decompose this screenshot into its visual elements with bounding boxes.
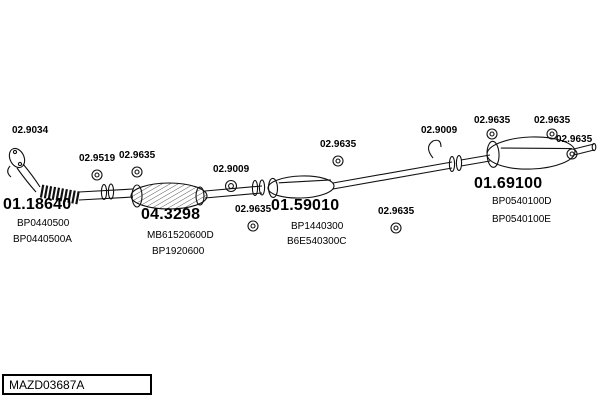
intermediate-pipe-drawing: [332, 161, 453, 184]
part-number: 04.3298: [141, 206, 201, 223]
fastener-label: 02.9635: [378, 206, 415, 217]
downpipe-drawing: [22, 163, 41, 188]
fastener-label: 02.9034: [12, 125, 49, 136]
fastener-label: 02.9635: [474, 115, 511, 126]
part-number: 01.59010: [271, 197, 340, 214]
gasket-icon: [134, 169, 140, 175]
hanger-bracket-drawing: [427, 139, 442, 159]
drawing-number: MAZD03687A: [9, 377, 85, 392]
fastener-label: 02.9635: [534, 115, 571, 126]
part-code: MB61520600D: [147, 230, 214, 241]
hanger-icon: [549, 131, 555, 137]
drawing-number-box: MAZD03687A: [2, 374, 152, 395]
middle-muffler-drawing: [267, 175, 335, 199]
hanger-icon: [250, 223, 256, 229]
catalytic-converter-drawing: [130, 182, 208, 210]
rear-muffler-drawing: [486, 136, 576, 170]
fastener-label: 02.9009: [421, 125, 458, 136]
gasket-icon: [228, 183, 234, 189]
hanger-icon: [569, 151, 575, 157]
fastener-label: 02.9519: [79, 153, 116, 164]
fastener-label: 02.9635: [320, 139, 357, 150]
part-code: BP1440300: [291, 221, 344, 232]
hanger-icon: [393, 225, 399, 231]
fastener-label: 02.9635: [235, 204, 272, 215]
fastener-label: 02.9635: [556, 134, 593, 145]
fastener-label: 02.9635: [119, 150, 156, 161]
part-code: BP0440500: [17, 218, 70, 229]
flex-pipe-drawing: [39, 184, 81, 205]
part-code: BP1920600: [152, 246, 205, 257]
front-flange-drawing: [7, 147, 26, 178]
gasket-icon: [94, 172, 100, 178]
part-code: BP0540100D: [492, 196, 552, 207]
hanger-icon: [335, 158, 341, 164]
gasket-hanger-icons: [91, 128, 578, 234]
part-code: BP0440500A: [13, 234, 72, 245]
hanger-icon: [489, 131, 495, 137]
part-code: BP0540100E: [492, 214, 551, 225]
part-code: B6E540300C: [287, 236, 347, 247]
part-number: 01.69100: [474, 175, 543, 192]
part-number: 01.18640: [3, 196, 72, 213]
flange-pair-drawing: [100, 183, 108, 201]
fastener-label: 02.9009: [213, 164, 250, 175]
